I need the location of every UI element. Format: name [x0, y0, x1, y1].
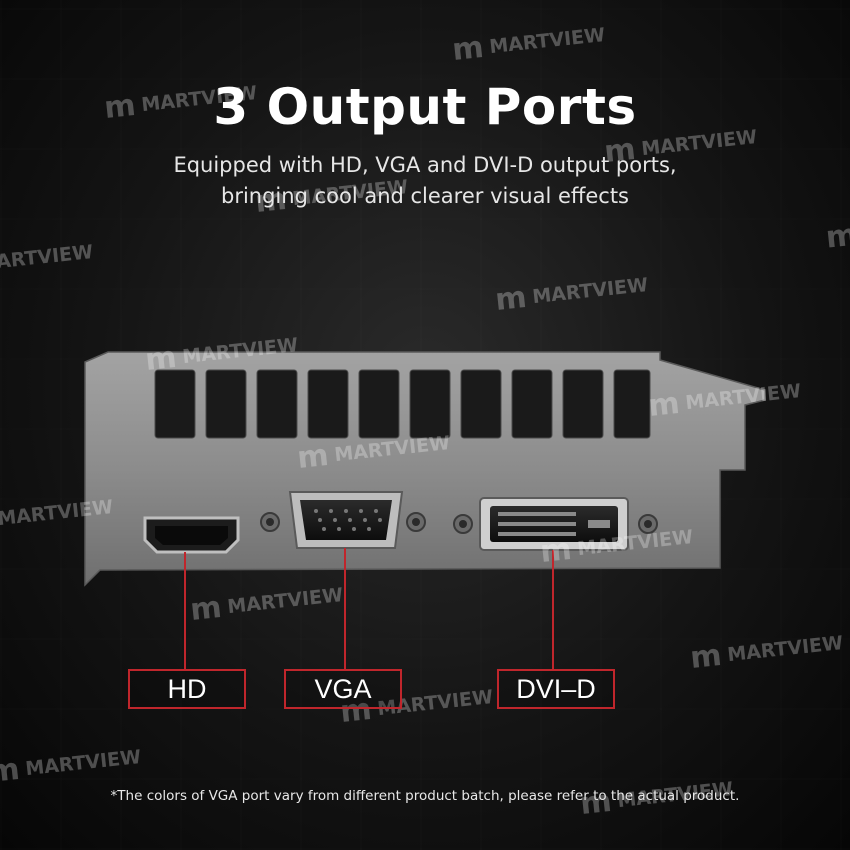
- subtitle-line-2: bringing cool and clearer visual effects: [220, 184, 629, 208]
- page-subtitle: Equipped with HD, VGA and DVI-D output p…: [0, 150, 850, 212]
- dvi-port: [479, 497, 629, 551]
- footnote: *The colors of VGA port vary from differ…: [110, 788, 740, 804]
- vent-slots: [154, 369, 651, 439]
- vga-port: [288, 491, 404, 549]
- page-title: 3 Output Ports: [213, 78, 637, 136]
- subtitle-line-1: Equipped with HD, VGA and DVI-D output p…: [173, 153, 677, 177]
- vga-port-label: VGA: [284, 669, 402, 709]
- callout-lines: [184, 548, 554, 670]
- watermark: m: [824, 217, 850, 256]
- hd-port-label: HD: [128, 669, 246, 709]
- hdmi-port: [143, 516, 240, 554]
- dvi-port-label: DVI–D: [497, 669, 615, 709]
